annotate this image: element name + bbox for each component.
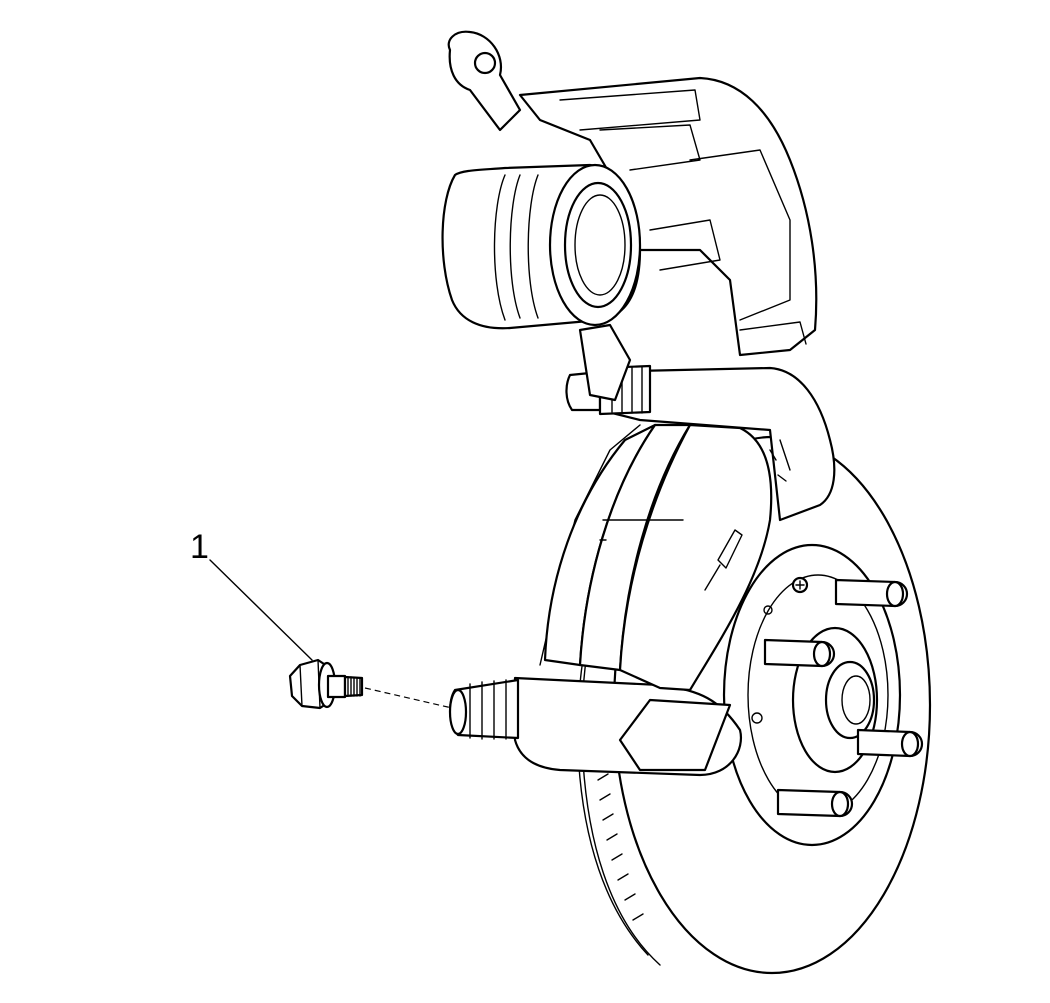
callout-1: 1 bbox=[190, 528, 313, 661]
callout-leader-line bbox=[209, 559, 313, 661]
installation-path-line bbox=[364, 687, 453, 709]
callout-label: 1 bbox=[190, 528, 209, 566]
wheel-studs bbox=[763, 578, 924, 818]
bolt bbox=[288, 658, 364, 710]
caliper bbox=[441, 30, 818, 402]
brake-pads bbox=[543, 423, 791, 692]
caliper-bracket bbox=[448, 364, 836, 777]
rotor-vents bbox=[597, 773, 644, 921]
